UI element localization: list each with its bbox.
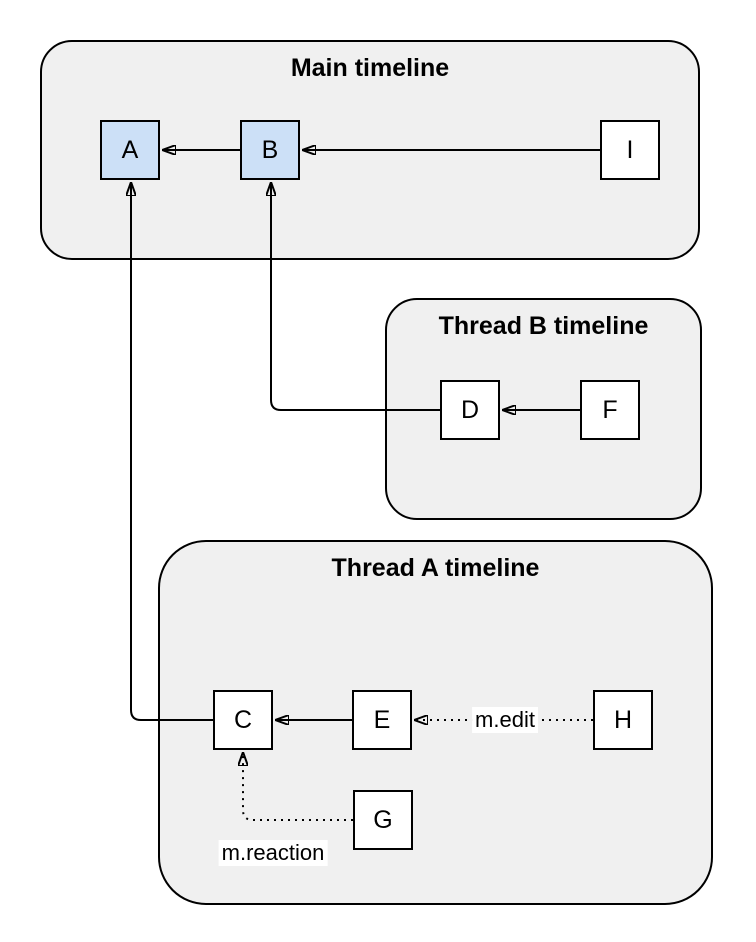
event-node-a: A: [100, 120, 160, 180]
event-node-c: C: [213, 690, 273, 750]
thread-b-timeline-title: Thread B timeline: [438, 312, 649, 340]
main-timeline-title: Main timeline: [290, 54, 450, 82]
event-node-d: D: [440, 380, 500, 440]
thread-b-timeline-container: Thread B timeline: [385, 298, 702, 520]
thread-a-timeline-title: Thread A timeline: [331, 554, 540, 582]
event-node-b: B: [240, 120, 300, 180]
event-node-h: H: [593, 690, 653, 750]
event-node-i: I: [600, 120, 660, 180]
event-node-g: G: [353, 790, 413, 850]
event-node-f: F: [580, 380, 640, 440]
event-node-e: E: [352, 690, 412, 750]
edge-label-m-reaction: m.reaction: [218, 840, 328, 866]
edge-label-m-edit: m.edit: [472, 707, 538, 733]
